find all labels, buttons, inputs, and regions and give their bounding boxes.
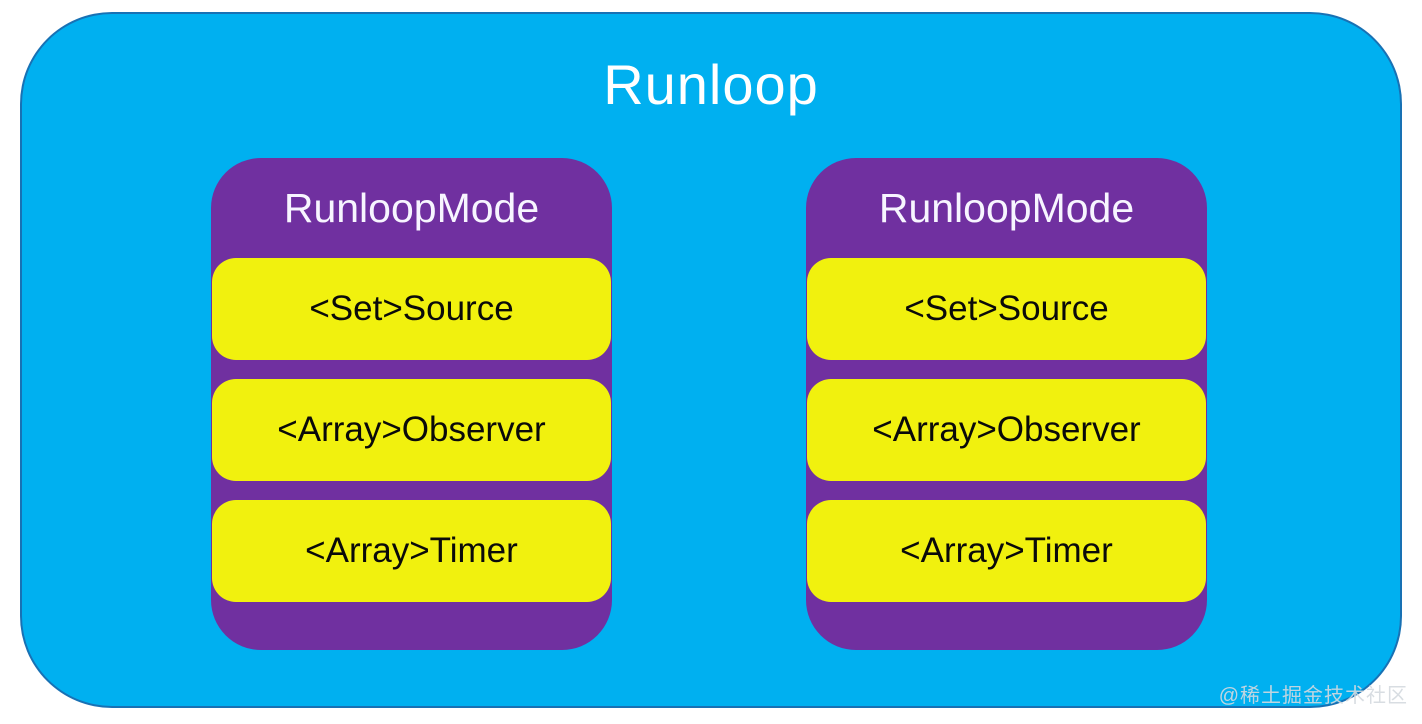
watermark: @稀土掘金技术社区 xyxy=(1218,685,1408,707)
runloop-mode-title: RunloopMode xyxy=(283,184,540,231)
runloop-mode-title: RunloopMode xyxy=(878,184,1135,231)
mode-item-array-observer: <Array>Observer xyxy=(212,379,611,481)
runloop-container: Runloop RunloopMode <Set>Source <Array>O… xyxy=(20,12,1402,708)
mode-item-set-source: <Set>Source xyxy=(807,258,1206,360)
runloop-mode-card-left: RunloopMode <Set>Source <Array>Observer … xyxy=(211,158,612,650)
mode-item-array-timer: <Array>Timer xyxy=(807,500,1206,602)
runloop-title: Runloop xyxy=(603,53,819,116)
mode-item-array-observer: <Array>Observer xyxy=(807,379,1206,481)
mode-item-set-source: <Set>Source xyxy=(212,258,611,360)
runloop-mode-card-right: RunloopMode <Set>Source <Array>Observer … xyxy=(806,158,1207,650)
mode-item-array-timer: <Array>Timer xyxy=(212,500,611,602)
